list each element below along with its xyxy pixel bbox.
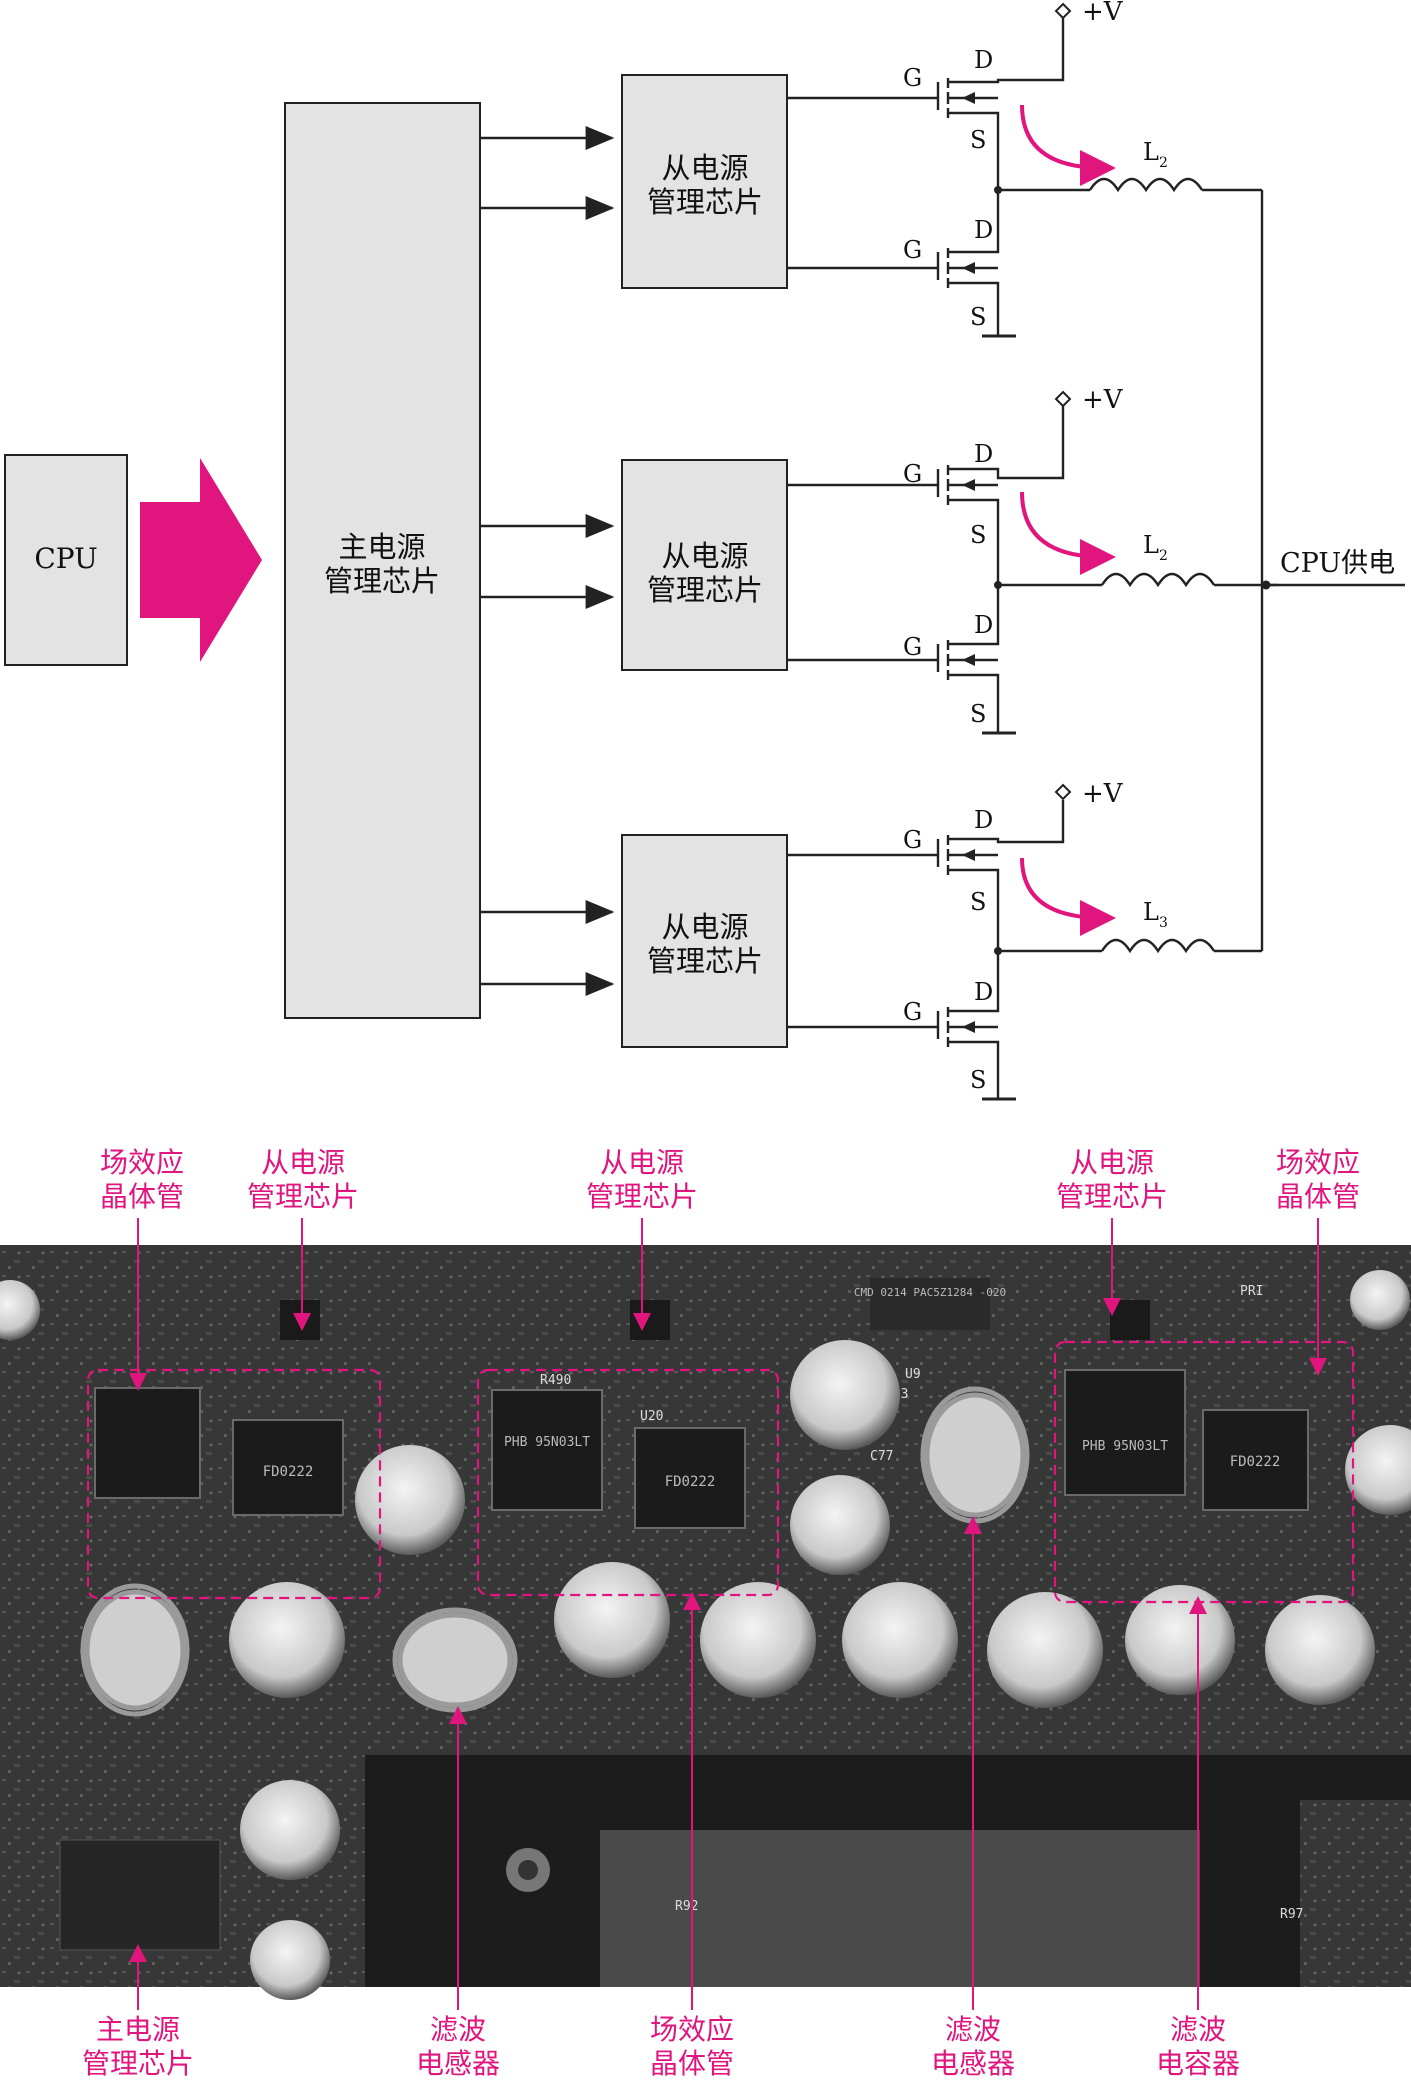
svg-text:从电源: 从电源	[661, 910, 748, 944]
svg-text:PHB 95N03LT: PHB 95N03LT	[504, 1435, 590, 1450]
slave-chip-2	[621, 459, 788, 671]
svg-text:S: S	[970, 521, 986, 549]
svg-text:+V: +V	[1082, 385, 1124, 415]
svg-text:管理芯片: 管理芯片	[647, 944, 763, 978]
svg-text:R92: R92	[675, 1899, 698, 1914]
slave-chip-1	[621, 74, 788, 289]
svg-text:管理芯片: 管理芯片	[647, 185, 763, 219]
svg-text:D: D	[974, 440, 993, 468]
svg-text:D: D	[974, 806, 993, 834]
svg-text:G: G	[903, 998, 922, 1026]
svg-text:D: D	[974, 611, 993, 639]
svg-text:从电源: 从电源	[661, 539, 748, 573]
signal-arrow	[140, 458, 262, 662]
highlight-group-3	[1053, 1340, 1355, 1604]
svg-text:C77: C77	[870, 1449, 893, 1464]
svg-text:D: D	[974, 46, 993, 74]
callout-fet-right: 场效应 晶体管	[1275, 1146, 1360, 1213]
svg-text:FD0222: FD0222	[263, 1464, 314, 1480]
svg-text:2: 2	[1159, 548, 1168, 564]
svg-text:D: D	[974, 216, 993, 244]
svg-text:L: L	[1143, 898, 1159, 926]
svg-text:S: S	[970, 126, 986, 154]
phase-1: 从电源 管理芯片 +V G D S G D S L 2	[480, 0, 1262, 338]
inductors-photo	[80, 1386, 1030, 1717]
svg-text:G: G	[903, 460, 922, 488]
heatsink	[365, 1755, 1411, 1987]
svg-text:3: 3	[1159, 915, 1168, 931]
output-label: CPU供电	[1280, 548, 1395, 579]
svg-text:C22: C22	[940, 1429, 963, 1444]
svg-text:FD0222: FD0222	[665, 1474, 716, 1490]
svg-text:G: G	[903, 64, 922, 92]
svg-text:+V: +V	[1082, 0, 1124, 27]
main-chip-photo	[59, 1839, 221, 1951]
callout-fet-left: 场效应 晶体管	[99, 1146, 184, 1213]
svg-text:G: G	[903, 236, 922, 264]
svg-text:FD0222: FD0222	[1230, 1454, 1281, 1470]
svg-text:D: D	[974, 978, 993, 1006]
cpu-label: CPU	[34, 542, 97, 575]
pcb-board	[0, 1245, 1411, 1987]
capacitors	[0, 1270, 1411, 2000]
svg-text:S: S	[970, 700, 986, 728]
svg-text:从电源: 从电源	[661, 151, 748, 185]
svg-text:S: S	[970, 303, 986, 331]
callout-slave-chip-3: 从电源 管理芯片	[1055, 1146, 1168, 1213]
svg-text:S: S	[970, 888, 986, 916]
svg-text:G: G	[903, 633, 922, 661]
circuit-diagram: CPU 主电源 管理芯片 从电源 管理芯片 +V G	[4, 0, 1405, 1101]
svg-text:L: L	[1143, 138, 1159, 166]
svg-text:PRI: PRI	[1240, 1284, 1263, 1299]
callout-filter-capacitor: 滤波 电容器	[1155, 2013, 1240, 2080]
svg-text:U9: U9	[905, 1367, 921, 1382]
svg-text:+V: +V	[1082, 779, 1124, 809]
callout-filter-inductor-1: 滤波 电感器	[415, 2013, 500, 2080]
svg-text:U20: U20	[640, 1409, 663, 1424]
callout-main-chip: 主电源 管理芯片	[81, 2013, 194, 2080]
svg-text:L: L	[1143, 531, 1159, 559]
main-chip-line-2: 管理芯片	[324, 564, 440, 598]
phase-3: 从电源 管理芯片 +V G D S G D S L 3	[480, 779, 1262, 1101]
svg-text:R97: R97	[1280, 1907, 1303, 1922]
callout-lines	[129, 1218, 1327, 2010]
callout-slave-chip-1: 从电源 管理芯片	[246, 1146, 359, 1213]
mosfet-packages: FD0222 PHB 95N03LT FD0222 PHB 95N03LT FD…	[94, 1369, 1309, 1529]
slave-chip-3	[621, 834, 788, 1048]
highlight-group-2	[476, 1368, 780, 1597]
cpu-block: CPU	[4, 454, 128, 666]
phase-2: 从电源 管理芯片 +V G D S G D S L 2	[480, 385, 1266, 735]
callout-fet-center: 场效应 晶体管	[649, 2013, 734, 2080]
svg-text:L33: L33	[885, 1387, 908, 1402]
highlight-group-1	[86, 1368, 382, 1600]
svg-text:S: S	[970, 1066, 986, 1094]
svg-text:R490: R490	[540, 1373, 571, 1388]
callout-filter-inductor-2: 滤波 电感器	[930, 2013, 1015, 2080]
output-bus: CPU供电	[1260, 190, 1405, 951]
svg-text:CMD 0214 PAC5Z1284 -020: CMD 0214 PAC5Z1284 -020	[854, 1286, 1006, 1299]
svg-text:G: G	[903, 826, 922, 854]
main-chip-line-1: 主电源	[338, 530, 425, 564]
main-power-chip: 主电源 管理芯片	[284, 102, 481, 1019]
svg-text:PHB 95N03LT: PHB 95N03LT	[1082, 1439, 1168, 1454]
callout-slave-chip-2: 从电源 管理芯片	[585, 1146, 698, 1213]
svg-text:管理芯片: 管理芯片	[647, 573, 763, 607]
svg-text:2: 2	[1159, 155, 1168, 171]
